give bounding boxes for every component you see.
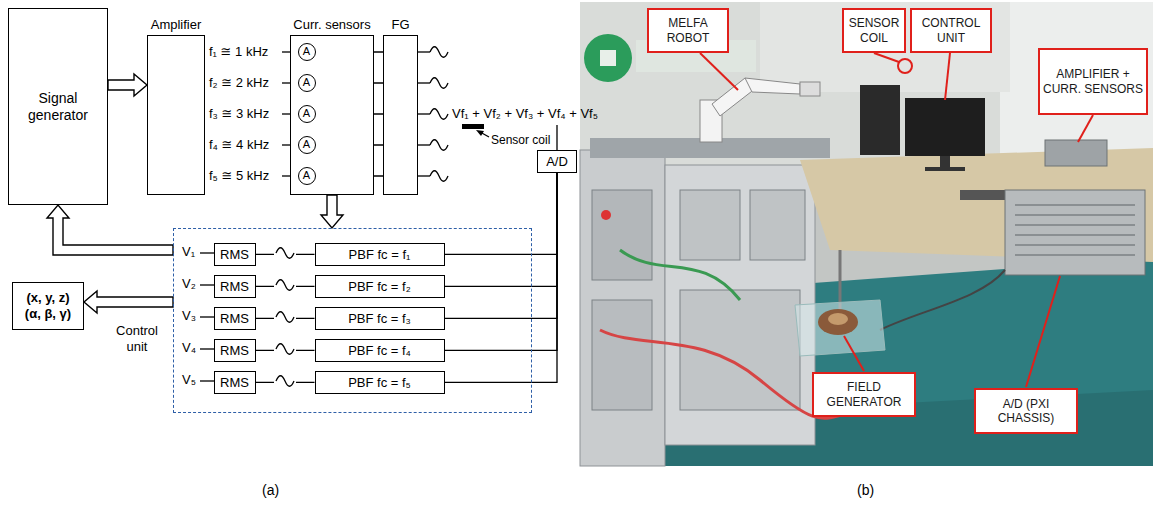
filter-box: PBF fc = f₂ bbox=[315, 275, 445, 299]
box-heading: Amplifier bbox=[151, 17, 202, 33]
box-text: A bbox=[303, 107, 310, 120]
box-text: (α, β, γ) bbox=[25, 306, 71, 322]
signal-line bbox=[445, 173, 558, 318]
sensor-box: Curr. sensorsAAAAA bbox=[290, 35, 374, 195]
box-text: PBF fc = f₄ bbox=[348, 343, 411, 359]
field-generator-box: FG bbox=[383, 35, 418, 195]
box-text: PBF fc = f₂ bbox=[348, 279, 410, 295]
frequency-label: f₃ ≅ 3 kHz bbox=[209, 106, 269, 122]
leader-arrowhead bbox=[476, 130, 484, 136]
signal-name: V₄ bbox=[182, 340, 196, 356]
frequency-label: f₁ ≅ 1 kHz bbox=[209, 44, 268, 60]
box-text: RMS bbox=[220, 311, 249, 327]
block-arrow bbox=[108, 74, 147, 96]
signal-name: V₃ bbox=[182, 308, 196, 324]
signal-sum-label: Vf₁ + Vf₂ + Vf₃ + Vf₄ + Vf₅ bbox=[452, 106, 598, 122]
frequency-label: f₅ ≅ 5 kHz bbox=[209, 168, 269, 184]
signal-name: V₁ bbox=[182, 244, 195, 260]
rms-box: RMS bbox=[214, 371, 256, 395]
signal-line bbox=[445, 173, 558, 286]
photo-callout: FIELD GENERATOR bbox=[812, 372, 916, 417]
amplifier-box: Amplifier bbox=[147, 35, 205, 195]
ammeter-circle: A bbox=[298, 74, 316, 92]
signal-line bbox=[445, 173, 558, 350]
output-box: (x, y, z)(α, β, γ) bbox=[12, 282, 84, 330]
box-text: AMPLIFIER + CURR. SENSORS bbox=[1043, 67, 1143, 96]
control-unit-frame: Control unitRMSPBF fc = f₁RMSPBF fc = f₂… bbox=[173, 228, 532, 413]
box-heading: Curr. sensors bbox=[293, 17, 370, 33]
signal-line bbox=[445, 173, 558, 382]
box-heading: FG bbox=[391, 17, 409, 33]
box-text: PBF fc = f₁ bbox=[349, 247, 411, 263]
rms-box: RMS bbox=[214, 275, 256, 299]
box-text: A bbox=[303, 138, 310, 151]
signal-name: V₅ bbox=[182, 372, 196, 388]
box-text: PBF fc = f₃ bbox=[348, 311, 411, 327]
box-text: A bbox=[303, 76, 310, 89]
ammeter-circle: A bbox=[298, 105, 316, 123]
photo-callout: AMPLIFIER + CURR. SENSORS bbox=[1038, 48, 1148, 115]
box-text: A bbox=[303, 169, 310, 182]
converter-box: A/D bbox=[537, 150, 577, 173]
box-text: Signal generator bbox=[11, 90, 105, 124]
ammeter-circle: A bbox=[298, 167, 316, 185]
sensor-coil-bar bbox=[462, 124, 484, 129]
filter-box: PBF fc = f₁ bbox=[315, 243, 445, 267]
filter-box: PBF fc = f₄ bbox=[315, 339, 445, 363]
box-text: (x, y, z) bbox=[26, 290, 69, 306]
box-text: RMS bbox=[220, 375, 249, 391]
rms-box: RMS bbox=[214, 243, 256, 267]
box-text: A/D bbox=[546, 154, 568, 170]
part-label: Sensor coil bbox=[491, 133, 550, 147]
photo-callout: MELFA ROBOT bbox=[647, 8, 729, 53]
block-arrow bbox=[84, 291, 173, 313]
filter-box: PBF fc = f₅ bbox=[315, 371, 445, 395]
box-text: RMS bbox=[220, 247, 249, 263]
signal-name: V₂ bbox=[182, 276, 196, 292]
block-arrow bbox=[47, 205, 173, 255]
ammeter-circle: A bbox=[298, 136, 316, 154]
box-text: A/D (PXI CHASSIS) bbox=[979, 397, 1073, 426]
photo-callout: SENSOR COIL bbox=[842, 8, 906, 53]
photo-callout: CONTROL UNIT bbox=[910, 8, 992, 53]
box-text: RMS bbox=[220, 279, 249, 295]
filter-box: PBF fc = f₃ bbox=[315, 307, 445, 331]
box-heading: Control unit bbox=[106, 323, 168, 354]
box-text: PBF fc = f₅ bbox=[348, 375, 411, 391]
rms-box: RMS bbox=[214, 307, 256, 331]
generator-box: Signal generator bbox=[8, 8, 108, 205]
photo-callout: A/D (PXI CHASSIS) bbox=[974, 388, 1078, 434]
photo-leaders bbox=[700, 53, 1093, 387]
lab-photo bbox=[580, 2, 1153, 466]
rms-box: RMS bbox=[214, 339, 256, 363]
box-text: SENSOR COIL bbox=[847, 16, 901, 45]
panel-label: (a) bbox=[262, 482, 279, 499]
frequency-label: f₄ ≅ 4 kHz bbox=[209, 137, 269, 153]
ammeter-circle: A bbox=[298, 43, 316, 61]
panel-label: (b) bbox=[857, 482, 874, 499]
block-arrow bbox=[321, 195, 343, 228]
box-text: MELFA ROBOT bbox=[652, 16, 724, 45]
box-text: RMS bbox=[220, 343, 249, 359]
box-text: FIELD GENERATOR bbox=[817, 380, 911, 409]
box-text: CONTROL UNIT bbox=[915, 16, 987, 45]
box-text: A bbox=[303, 45, 310, 58]
frequency-label: f₂ ≅ 2 kHz bbox=[209, 75, 269, 91]
signal-line bbox=[445, 173, 558, 254]
